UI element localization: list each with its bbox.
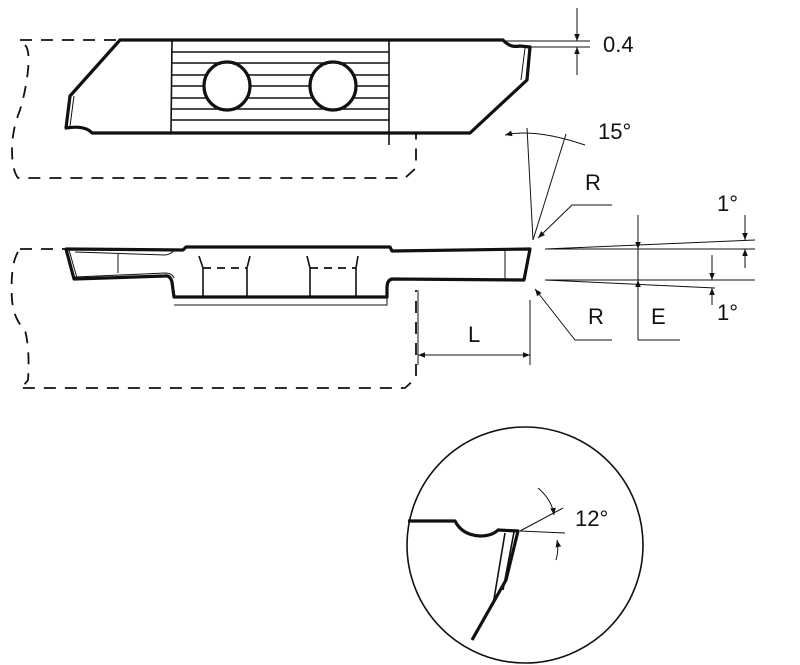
screw-hole-right: [308, 60, 358, 112]
clearance-dimension: [475, 8, 590, 75]
angle-side-top-label: 1°: [717, 191, 739, 216]
detail-circle: [406, 426, 644, 664]
angle-side-bottom-label: 1°: [717, 300, 739, 325]
detail-angle-label: 12°: [575, 506, 609, 531]
holder-outline-side: [10, 248, 417, 389]
clearance-label: 0.4: [603, 32, 634, 57]
side-view-insert: [10, 127, 756, 389]
radius-top-label: R: [585, 170, 601, 195]
length-l-label: L: [468, 322, 481, 347]
detail-angle-dimension: [519, 487, 566, 561]
length-dimension: [417, 290, 531, 365]
screw-hole-left: [202, 60, 252, 112]
angle-15-label: 15°: [598, 119, 632, 144]
radius-bottom-label: R: [588, 304, 604, 329]
side-angle-dimensions: [544, 215, 756, 341]
insert-outline-side: [64, 245, 532, 299]
width-e-label: E: [651, 304, 666, 329]
holder-outline-top: [11, 39, 417, 179]
hidden-screw-lines: [198, 255, 359, 297]
top-view-insert: [11, 8, 590, 179]
angle-15-dimension: [504, 127, 586, 241]
radius-leaders: [534, 204, 612, 341]
insert-outline-top: [64, 38, 532, 135]
detail-view: [406, 426, 644, 664]
